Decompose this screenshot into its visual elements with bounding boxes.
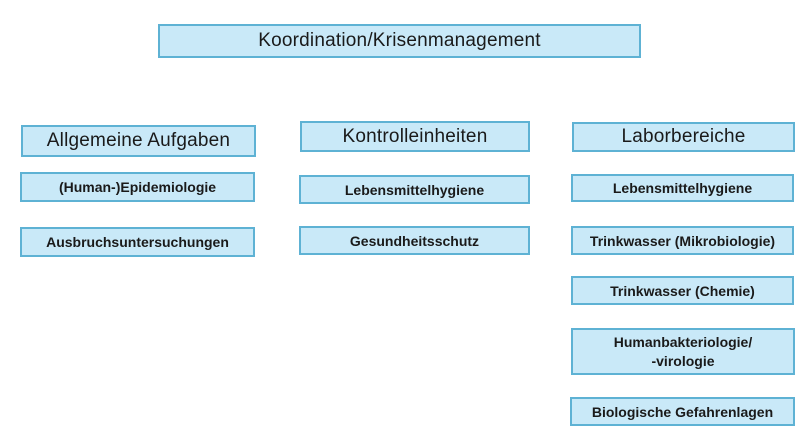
box-lebensmittelhygiene-labor: Lebensmittelhygiene: [571, 174, 794, 202]
box-human-epidemiologie: (Human-)Epidemiologie: [20, 172, 255, 202]
box-allgemeine-aufgaben: Allgemeine Aufgaben: [21, 125, 256, 157]
box-lebensmittelhygiene-kontrolle: Lebensmittelhygiene: [299, 175, 530, 204]
box-kontrolleinheiten: Kontrolleinheiten: [300, 121, 530, 152]
box-biologische-gefahrenlagen: Biologische Gefahrenlagen: [570, 397, 795, 426]
box-ausbruchsuntersuchungen: Ausbruchsuntersuchungen: [20, 227, 255, 257]
box-laborbereiche: Laborbereiche: [572, 122, 795, 152]
box-koordination-krisenmanagement: Koordination/Krisenmanagement: [158, 24, 641, 58]
box-humanbakteriologie-virologie: Humanbakteriologie/ -virologie: [571, 328, 795, 375]
box-trinkwasser-mikrobiologie: Trinkwasser (Mikrobiologie): [571, 226, 794, 255]
box-gesundheitsschutz: Gesundheitsschutz: [299, 226, 530, 255]
box-trinkwasser-chemie: Trinkwasser (Chemie): [571, 276, 794, 305]
